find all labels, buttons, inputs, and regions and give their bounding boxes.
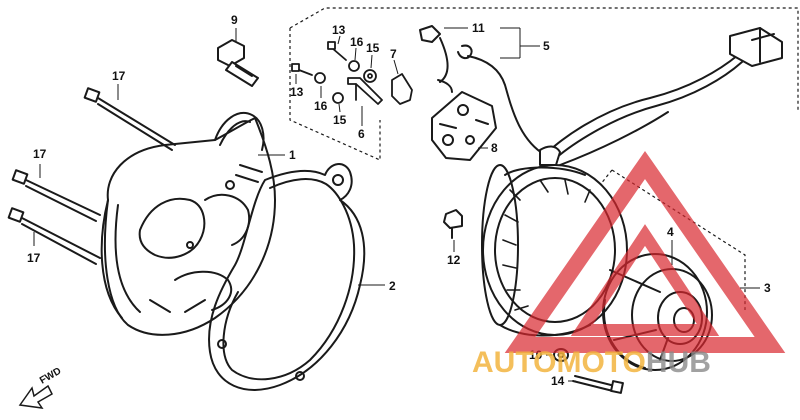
callout-6: 6 [358,127,365,141]
callout-labels: 1 2 3 4 5 6 7 8 9 10 11 12 13 13 14 15 1… [27,13,771,388]
watermark-logo: AUTOMOTOHUB [472,150,786,379]
washer-15 [332,69,377,104]
callout-15-upper: 15 [366,41,380,55]
callout-8: 8 [491,141,498,155]
stator-assembly [481,145,628,337]
screw-13-lower [291,63,313,76]
washer-16 [314,60,360,84]
wire-plate-8 [431,91,497,161]
callout-17-middle: 17 [33,147,47,161]
watermark-triangle-icon [504,150,786,353]
forward-label: FWD [38,366,63,387]
drain-bolt [217,39,259,87]
callout-3: 3 [764,281,771,295]
callout-9: 9 [231,13,238,27]
subassembly-outline [289,7,799,161]
terminal-plate-6 [347,77,383,105]
cover-bolt-lower [7,207,101,265]
callout-13-lower: 13 [290,85,304,99]
callout-17-upper: 17 [112,69,126,83]
rotor-bracket-3 [599,169,746,310]
cover-bolt-upper [83,87,176,151]
harness-wires [437,37,743,166]
watermark-text-part1: AUTOMOTOHUB [472,346,711,379]
forward-arrow-icon [18,384,53,409]
left-crankcase-cover [100,112,276,336]
callout-7: 7 [390,47,397,61]
flywheel-bolt-14 [572,375,624,394]
callout-16-upper: 16 [350,35,364,49]
callout-1: 1 [289,148,296,162]
callout-15-lower: 15 [333,113,347,127]
callout-4: 4 [667,225,674,239]
callout-2: 2 [389,279,396,293]
callout-5: 5 [543,39,550,53]
terminal-7 [391,73,413,105]
callout-11: 11 [472,21,485,35]
forward-direction-indicator: FWD [18,366,63,409]
connector-plug [729,27,783,67]
screw-13-upper [327,41,347,61]
callout-12: 12 [447,253,461,267]
cover-gasket [208,163,366,391]
leader-lines [33,27,760,382]
callout-16-lower: 16 [314,99,328,113]
callout-17-lower: 17 [27,251,41,265]
grommet-bolt-12 [443,209,463,239]
callout-13-upper: 13 [332,23,346,37]
cover-bolt-middle [11,169,101,222]
callout-14: 14 [551,374,565,388]
